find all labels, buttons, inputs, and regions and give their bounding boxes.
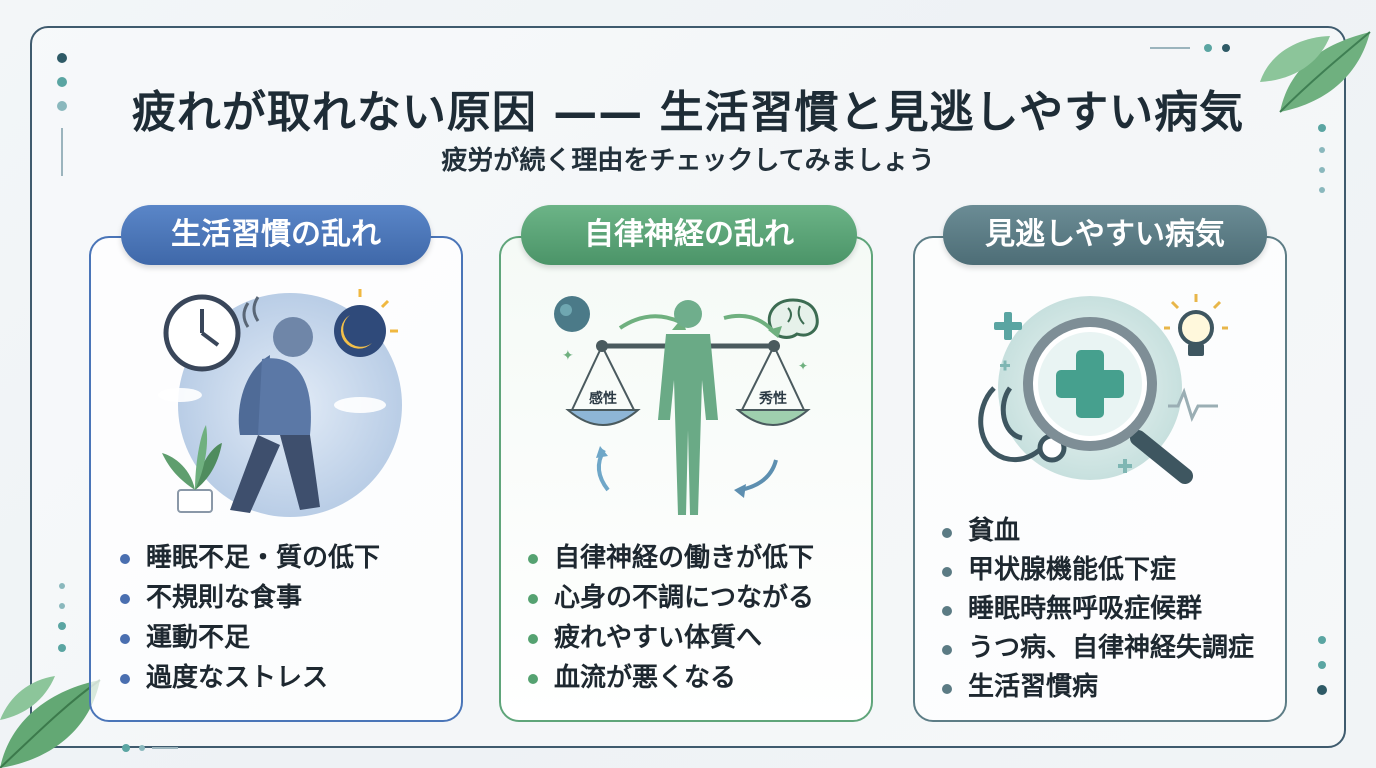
bullet-icon xyxy=(528,554,538,564)
lifestyle-list: 睡眠不足・質の低下 不規則な食事 運動不足 過度なストレス xyxy=(118,538,380,698)
dots-top-right-icon xyxy=(1150,44,1230,52)
list-item: 過度なストレス xyxy=(118,658,380,698)
dots-left-icon xyxy=(58,583,66,652)
bullet-icon xyxy=(120,634,130,644)
list-item: 生活習慣病 xyxy=(940,668,1254,707)
scale-left-label: 感性 xyxy=(589,390,617,407)
list-item: 睡眠時無呼吸症候群 xyxy=(940,590,1254,629)
list-item: 自律神経の働きが低下 xyxy=(526,538,814,578)
dots-right-icon xyxy=(1317,124,1327,695)
svg-text:✦: ✦ xyxy=(562,348,574,364)
leaf-top-right-icon xyxy=(1260,31,1371,113)
list-item: 血流が悪くなる xyxy=(526,658,814,698)
dots-top-left-icon xyxy=(57,53,67,176)
list-item: 疲れやすい体質へ xyxy=(526,618,814,658)
magnifier-medical-cross-icon xyxy=(978,294,1228,484)
page-title: 疲れが取れない原因 —— 生活習慣と見逃しやすい病気 xyxy=(131,87,1245,138)
bullet-icon xyxy=(942,684,952,694)
dots-bottom-icon xyxy=(122,744,178,752)
list-item: 甲状腺機能低下症 xyxy=(940,551,1254,590)
diseases-list: 貧血 甲状腺機能低下症 睡眠時無呼吸症候群 うつ病、自律神経失調症 生活習慣病 xyxy=(940,512,1254,707)
autonomic-list: 自律神経の働きが低下 心身の不調につながる 疲れやすい体質へ 血流が悪くなる xyxy=(526,538,814,698)
bullet-icon xyxy=(942,567,952,577)
list-item: 貧血 xyxy=(940,512,1254,551)
card-lifestyle-heading: 生活習慣の乱れ xyxy=(121,205,431,265)
bullet-icon xyxy=(528,674,538,684)
bullet-icon xyxy=(942,528,952,538)
balance-scale-body-brain-icon: 感性 秀性 ✦ ✦ xyxy=(554,296,819,515)
card-autonomic-heading: 自律神経の乱れ xyxy=(521,205,857,265)
list-item: 運動不足 xyxy=(118,618,380,658)
svg-text:✦: ✦ xyxy=(798,359,808,373)
bullet-icon xyxy=(528,594,538,604)
list-item: 不規則な食事 xyxy=(118,578,380,618)
card-diseases-heading: 見逃しやすい病気 xyxy=(943,205,1267,265)
bullet-icon xyxy=(120,674,130,684)
bullet-icon xyxy=(942,606,952,616)
list-item: 心身の不調につながる xyxy=(526,578,814,618)
tired-person-clock-moon-icon xyxy=(158,289,402,517)
bullet-icon xyxy=(120,554,130,564)
leaf-bottom-left-icon xyxy=(0,676,101,768)
scale-right-label: 秀性 xyxy=(758,390,787,407)
page-subtitle: 疲労が続く理由をチェックしてみましょう xyxy=(441,146,935,176)
bullet-icon xyxy=(120,594,130,604)
bullet-icon xyxy=(528,634,538,644)
bullet-icon xyxy=(942,645,952,655)
list-item: 睡眠不足・質の低下 xyxy=(118,538,380,578)
list-item: うつ病、自律神経失調症 xyxy=(940,629,1254,668)
